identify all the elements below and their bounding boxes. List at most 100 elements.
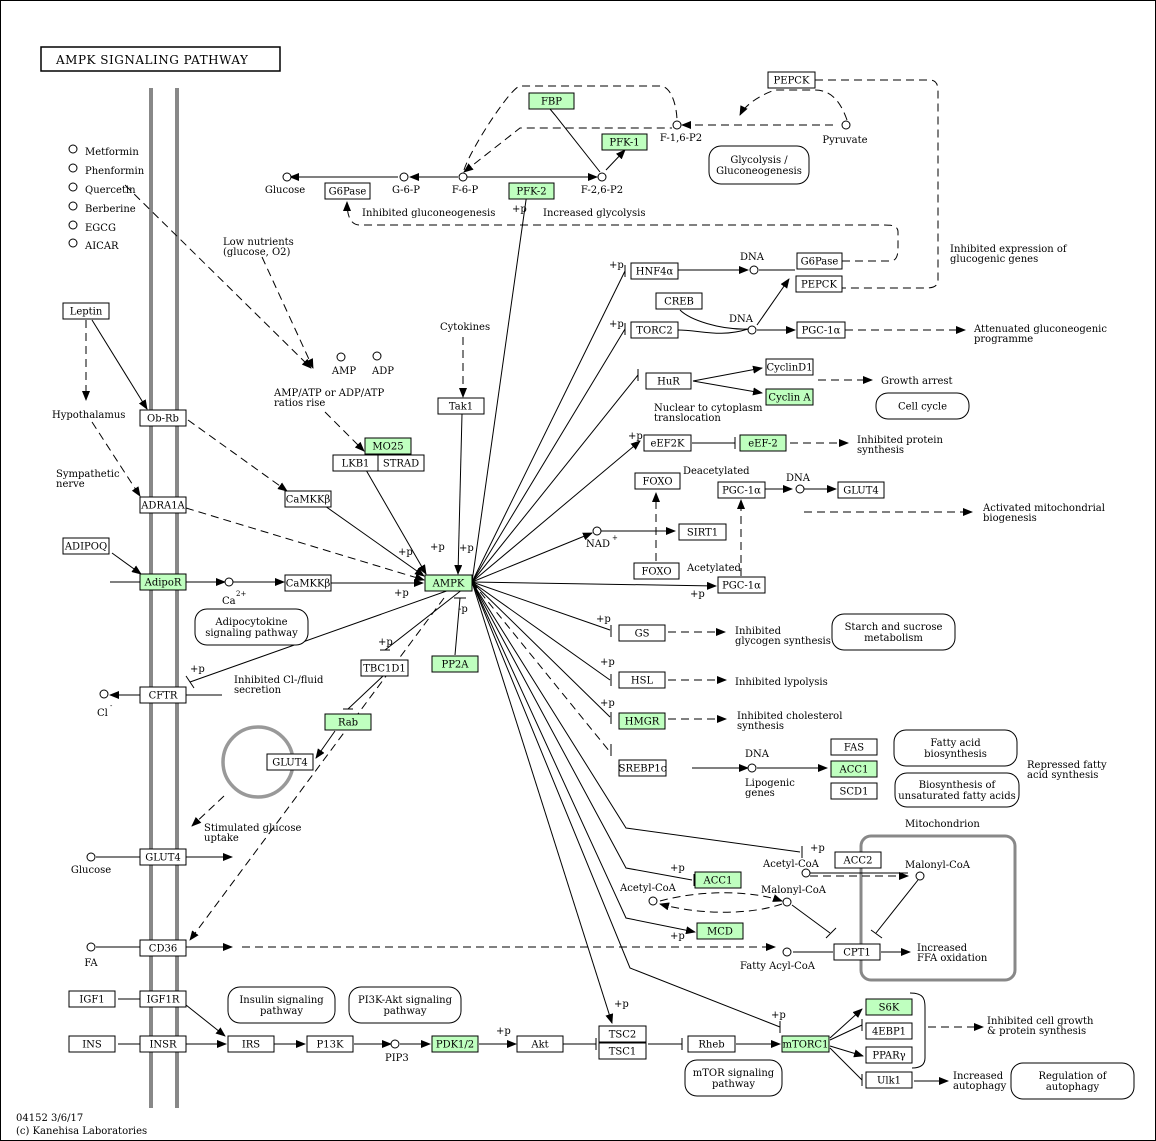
gene-tsc1[interactable]: TSC1 [598,1042,647,1060]
compound-phenformin[interactable]: Phenformin [68,163,145,177]
compound-metformin[interactable]: Metformin [68,144,139,158]
gene-creb[interactable]: CREB [655,292,703,310]
compound-fattyacylcoa[interactable]: Fatty Acyl-CoA [740,947,816,972]
gene-pp2a[interactable]: PP2A [431,655,479,673]
gene-scd1[interactable]: SCD1 [830,782,878,800]
gene-gs[interactable]: GS [618,624,666,642]
compound-f26p2[interactable]: F-2,6-P2 [581,172,623,196]
gene-igf1[interactable]: IGF1 [68,990,116,1008]
gene-cpt1[interactable]: CPT1 [833,943,881,961]
compound-malonylcoa-2[interactable]: Malonyl-CoA [761,885,827,907]
gene-fbp[interactable]: FBP [528,92,575,110]
gene-glut4-m[interactable]: GLUT4 [266,753,314,771]
gene-hmgr[interactable]: HMGR [618,712,666,730]
gene-s6k[interactable]: S6K [865,998,913,1016]
gene-rheb[interactable]: Rheb [687,1035,736,1053]
gene-camkkb-2[interactable]: CaMKKβ [284,574,332,592]
gene-lkb1[interactable]: LKB1 [332,454,379,472]
gene-foxo-top[interactable]: FOXO [634,472,681,490]
gene-tak1[interactable]: Tak1 [437,397,485,415]
compound-malonylcoa-1[interactable]: Malonyl-CoA [905,860,971,881]
compound-glucose-top[interactable]: Glucose [265,172,305,196]
gene-insr[interactable]: INSR [139,1035,187,1053]
gene-ampk[interactable]: AMPK [424,574,473,592]
gene-adra1a[interactable]: ADRA1A [139,496,187,514]
gene-acc1-r[interactable]: ACC1 [830,760,878,778]
gene-4ebp1[interactable]: 4EBP1 [865,1022,913,1040]
gene-mtorc1[interactable]: mTORC1 [781,1035,830,1053]
gene-strad[interactable]: STRAD [377,454,425,472]
compound-dna3[interactable]: DNA [786,473,811,494]
compound-dna2[interactable]: DNA [729,314,757,335]
gene-fas[interactable]: FAS [830,738,878,756]
compound-ca[interactable]: Ca [222,577,236,607]
gene-ulk1[interactable]: Ulk1 [865,1071,913,1089]
gene-adipoq[interactable]: ADIPOQ [62,537,110,555]
gene-pepck-r[interactable]: PEPCK [795,275,843,293]
gene-cftr[interactable]: CFTR [139,686,187,704]
gene-ins[interactable]: INS [68,1035,116,1053]
gene-pgc1a-bot[interactable]: PGC-1α [717,576,766,594]
gene-pgc1a-top[interactable]: PGC-1α [796,321,846,339]
compound-dna1[interactable]: DNA [740,252,765,275]
gene-igf1r[interactable]: IGF1R [139,990,187,1008]
gene-pfk1[interactable]: PFK-1 [601,133,648,151]
gene-eef2k[interactable]: eEF2K [643,434,692,452]
gene-adipor[interactable]: AdipoR [139,573,187,591]
gene-mcd[interactable]: MCD [696,922,744,940]
gene-cyclina[interactable]: Cyclin A [765,388,814,406]
gene-hsl[interactable]: HSL [618,671,666,689]
compound-egcg[interactable]: EGCG [68,220,116,234]
gene-irs[interactable]: IRS [227,1035,275,1053]
compound-amp[interactable]: AMP [331,352,356,377]
gene-pepck-top[interactable]: PEPCK [767,71,816,89]
gene-pgc1a-mid[interactable]: PGC-1α [717,481,766,499]
compound-g6p[interactable]: G-6-P [392,172,420,196]
compound-cl[interactable]: Cl [97,689,109,719]
gene-leptin[interactable]: Leptin [62,302,110,320]
gene-obrb[interactable]: Ob-Rb [139,409,187,427]
compound-acetylcoa-2[interactable]: Acetyl-CoA [619,883,677,906]
gene-acc2[interactable]: ACC2 [834,851,882,869]
compound-quercetin[interactable]: Quercetin [68,182,136,196]
gene-glut4-mem[interactable]: GLUT4 [139,848,187,866]
compound-pyruvate[interactable]: Pyruvate [822,120,868,146]
map-cellcycle[interactable]: Cell cycle [875,392,970,420]
gene-tsc2[interactable]: TSC2 [598,1025,647,1043]
compound-glucose-bot[interactable]: Glucose [71,852,111,876]
gene-cd36[interactable]: CD36 [139,939,187,957]
gene-cyclind1[interactable]: CyclinD1 [765,358,814,376]
gene-pfk2[interactable]: PFK-2 [508,182,555,200]
compound-aicar[interactable]: AICAR [68,238,119,252]
compound-berberine[interactable]: Berberine [68,201,136,215]
compound-acetylcoa-1[interactable]: Acetyl-CoA [762,859,820,878]
compound-adp[interactable]: ADP [371,351,394,377]
gene-eef2[interactable]: eEF-2 [739,434,787,452]
gene-acc1-m[interactable]: ACC1 [694,871,742,889]
gene-foxo-bot[interactable]: FOXO [633,562,680,580]
gene-camkkb-1[interactable]: CaMKKβ [284,490,332,508]
gene-pdk12[interactable]: PDK1/2 [431,1035,479,1053]
compound-f16p2[interactable]: F-1,6-P2 [660,120,702,144]
gene-mo25[interactable]: MO25 [364,437,412,455]
map-glycolysis[interactable]: Glycolysis /Gluconeogenesis [708,145,810,185]
gene-sirt1[interactable]: SIRT1 [678,523,727,541]
gene-akt[interactable]: Akt [516,1035,564,1053]
gene-rab[interactable]: Rab [324,713,372,731]
gene-torc2[interactable]: TORC2 [630,321,679,339]
gene-hur[interactable]: HuR [645,372,692,390]
gene-srebp1c[interactable]: SREBP1c [618,759,667,777]
gene-p13k[interactable]: P13K [306,1035,354,1053]
compound-fa[interactable]: FA [84,942,98,969]
compound-nad[interactable]: NAD [586,526,610,550]
gene-g6pase-r[interactable]: G6Pase [796,252,843,270]
gene-ppary[interactable]: PPARγ [865,1046,913,1064]
